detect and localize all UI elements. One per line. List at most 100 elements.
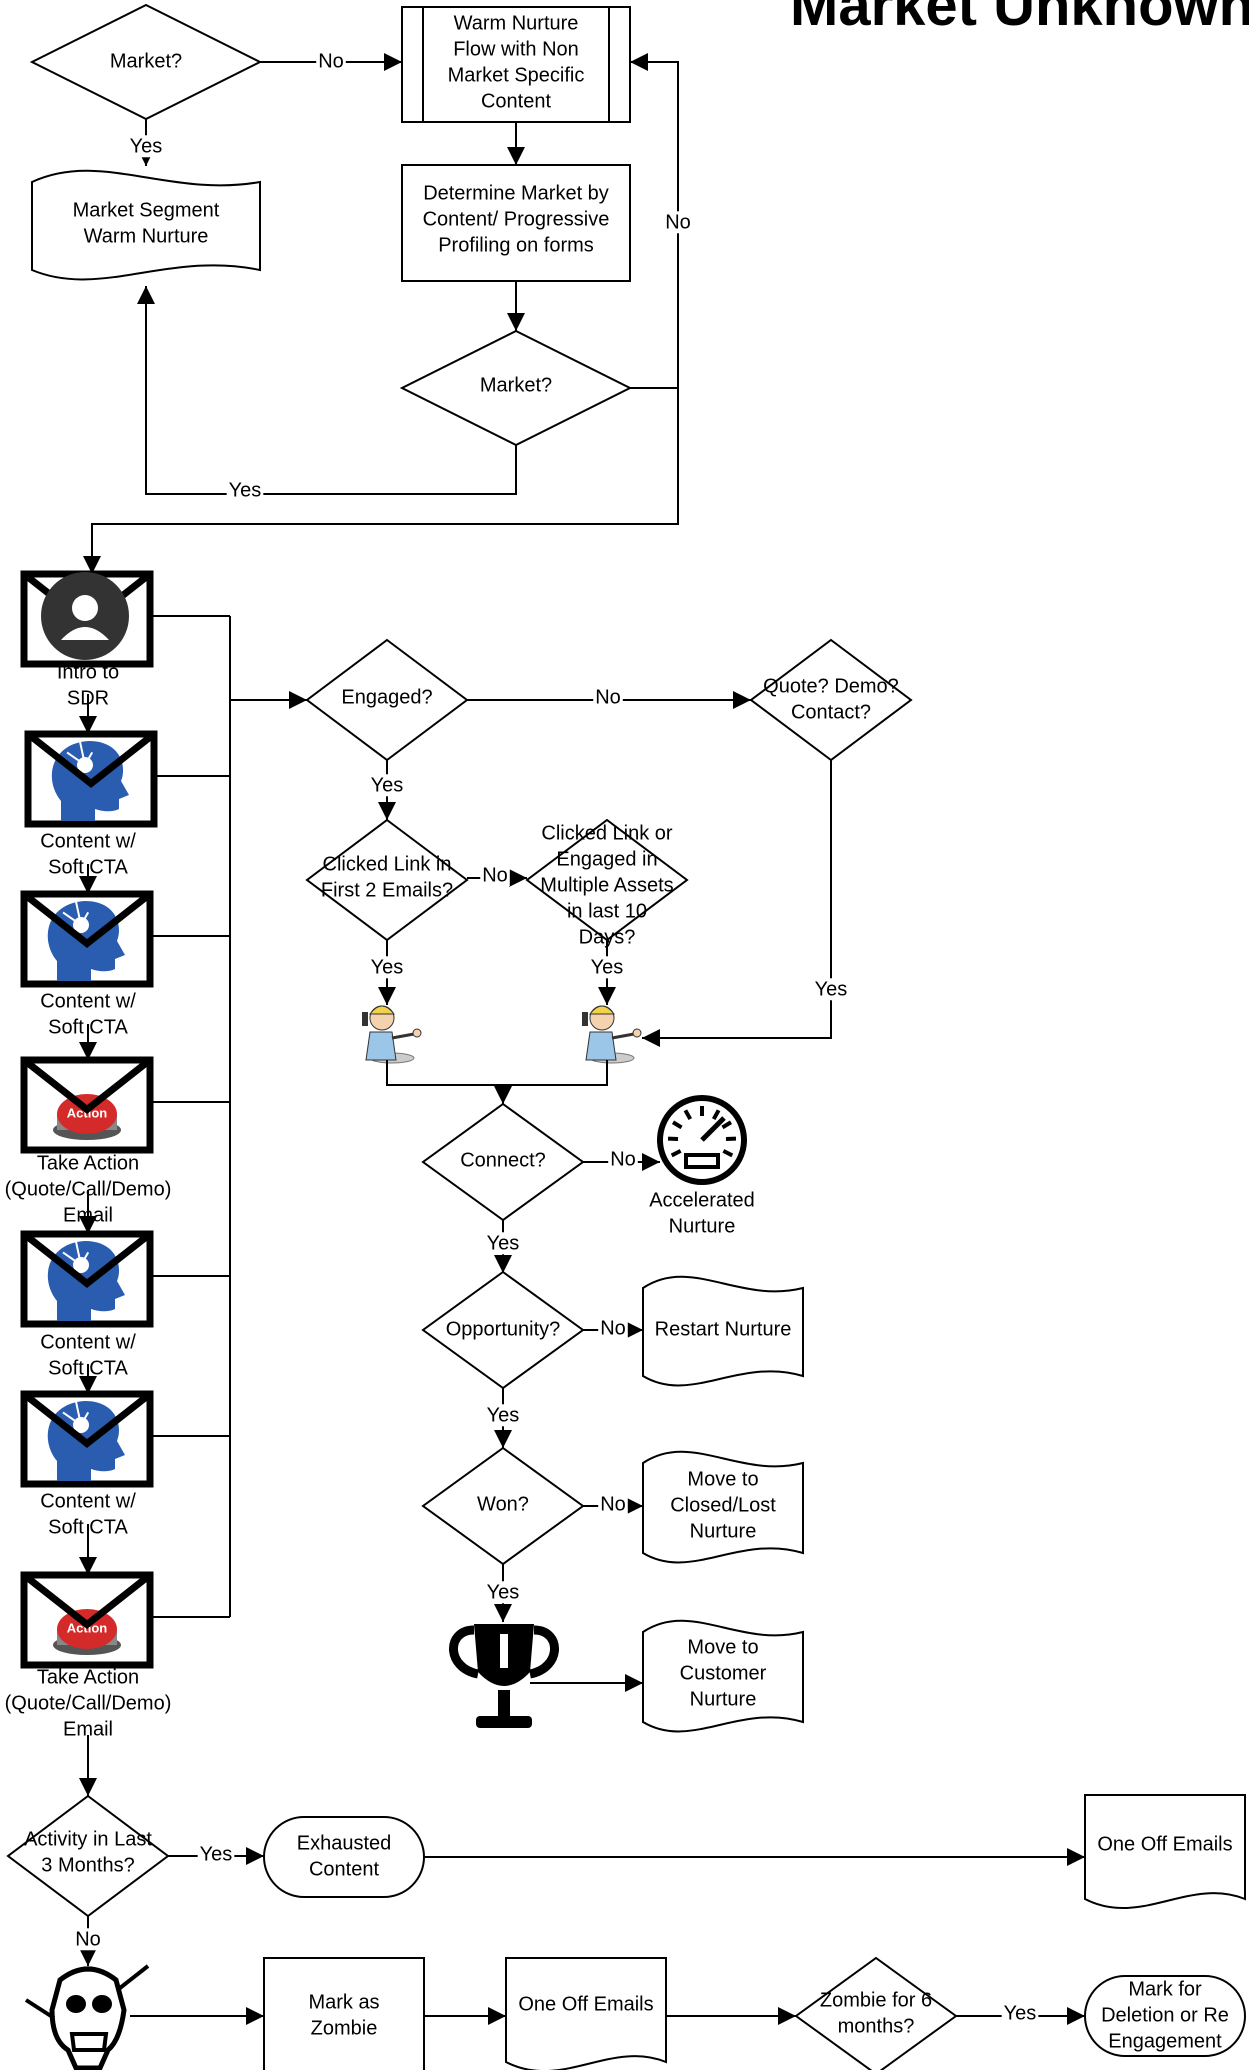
zombie-decision-label: months? xyxy=(838,2015,915,2037)
zombie-arrow-tail xyxy=(24,1998,56,2020)
mark-zombie-box xyxy=(263,1957,425,2070)
customer-nurture-label: Move to xyxy=(687,1636,758,1658)
edge-label: Yes xyxy=(487,1232,520,1254)
edge-label: No xyxy=(665,211,691,233)
email-2-label: Content w/ xyxy=(40,830,136,852)
person-head xyxy=(72,595,98,621)
action-button-icon xyxy=(57,1609,117,1649)
salesperson-body xyxy=(585,1031,617,1061)
edge-label: Yes xyxy=(371,774,404,796)
edge-label: Yes xyxy=(487,1404,520,1426)
edge-label-bg xyxy=(368,956,406,979)
lightbulb-ray xyxy=(80,1411,90,1426)
gauge-tick xyxy=(671,1120,683,1130)
exhausted-content-label: Exhausted xyxy=(297,1832,392,1854)
one-off-emails-bottom-doc xyxy=(505,1957,667,2070)
edge-label: No xyxy=(482,864,508,886)
warm-nurture-label: Flow with Non xyxy=(453,38,579,60)
zombie-decision xyxy=(794,1956,958,2070)
zombie-teeth xyxy=(69,2032,109,2052)
edge-label-bg xyxy=(812,978,850,1001)
warm-nurture-box xyxy=(401,6,631,123)
determine-market-label: Profiling on forms xyxy=(438,234,594,256)
edge-label-bg xyxy=(480,864,510,887)
won-decision-label: Won? xyxy=(477,1493,529,1515)
email-4: Action xyxy=(20,1056,154,1154)
gauge-tick xyxy=(683,1109,693,1121)
activity-decision-label: Activity in Last xyxy=(24,1828,152,1850)
edge-label-bg xyxy=(127,135,165,158)
accelerated-nurture-label: Accelerated xyxy=(649,1189,755,1211)
accelerated-nurture-label: Nurture xyxy=(669,1215,736,1237)
connect-decision-label: Connect? xyxy=(460,1149,546,1171)
edge-label: Yes xyxy=(1004,2002,1037,2024)
edge-label: No xyxy=(600,1317,626,1339)
lightbulb-ray xyxy=(74,1399,82,1426)
edge-label: No xyxy=(600,1493,626,1515)
market-segment-doc xyxy=(31,169,261,281)
clicked-multi-label: Days? xyxy=(579,926,636,948)
thumbs-up xyxy=(412,1028,422,1038)
lightbulb-ray xyxy=(80,911,90,926)
email-4-label: (Quote/Call/Demo) xyxy=(5,1178,172,1200)
gauge-tick xyxy=(711,1109,721,1121)
edge-label: Yes xyxy=(200,1843,233,1865)
salesperson-arm xyxy=(391,1032,415,1040)
edge-label-bg xyxy=(316,50,346,73)
trophy-icon xyxy=(449,1624,559,1728)
trophy-handle-left xyxy=(449,1625,480,1679)
edge-salespeople-merge xyxy=(386,1060,608,1086)
trophy-highlight xyxy=(500,1634,508,1668)
email-6-label: Content w/ xyxy=(40,1490,136,1512)
edge-label-bg xyxy=(368,774,406,797)
activity-decision-label: 3 Months? xyxy=(41,1854,134,1876)
zombie-eye-left xyxy=(66,1995,86,2013)
trophy-base xyxy=(476,1716,532,1728)
edge-label-bg xyxy=(1001,2002,1039,2025)
restart-nurture-doc xyxy=(642,1275,804,1387)
determine-market-label: Content/ Progressive xyxy=(423,208,610,230)
person-body xyxy=(61,627,109,640)
lightbulb-ray xyxy=(84,751,94,766)
edge-label-bg xyxy=(197,1843,235,1866)
email-1-label: Intro to xyxy=(57,661,119,683)
zombie-head xyxy=(49,1966,127,2070)
edge-label-bg xyxy=(663,211,693,234)
edge-label-bg xyxy=(593,686,623,709)
envelope-flap xyxy=(21,891,153,948)
action-button-icon xyxy=(57,1094,117,1134)
edge-label-bg xyxy=(226,479,264,502)
email-5-label: Content w/ xyxy=(40,1331,136,1353)
engaged-decision-label: Engaged? xyxy=(341,686,432,708)
edge-label: No xyxy=(610,1148,636,1170)
edge-label: No xyxy=(318,50,344,72)
closed-lost-doc xyxy=(642,1450,804,1564)
market-decision-mid-label: Market? xyxy=(480,374,552,396)
edge-to-email-sequence xyxy=(83,388,679,574)
warm-nurture-label: Content xyxy=(481,90,551,112)
market-segment-label: Warm Nurture xyxy=(84,225,209,247)
salesperson-hair xyxy=(588,1005,616,1015)
edge-label-bg xyxy=(73,1928,103,1951)
salesperson-icon-right xyxy=(582,1005,642,1064)
determine-market-label: Determine Market by xyxy=(423,182,609,204)
mark-deletion-label: Mark for xyxy=(1128,1978,1202,2000)
email-1 xyxy=(20,570,154,668)
phone-handset-icon xyxy=(582,1012,588,1026)
edge-label: No xyxy=(595,686,621,708)
envelope-flap xyxy=(25,731,157,788)
edge-label: Yes xyxy=(229,479,262,501)
exhausted-content-label: Content xyxy=(309,1858,379,1880)
email-7-label: (Quote/Call/Demo) xyxy=(5,1692,172,1714)
email-4-label: Take Action xyxy=(37,1152,139,1174)
email-3 xyxy=(20,890,154,988)
clicked-multi-label: Engaged in xyxy=(556,848,657,870)
edge-quote-yes xyxy=(642,760,832,1047)
envelope-flap xyxy=(21,1057,153,1114)
clicked-first2-label: Clicked Link in xyxy=(323,853,452,875)
lightbulb-ray xyxy=(74,1239,82,1266)
gauge-needle xyxy=(700,1116,726,1142)
email-7: Action xyxy=(20,1571,154,1669)
quote-decision-label: Quote? Demo? xyxy=(763,675,899,697)
